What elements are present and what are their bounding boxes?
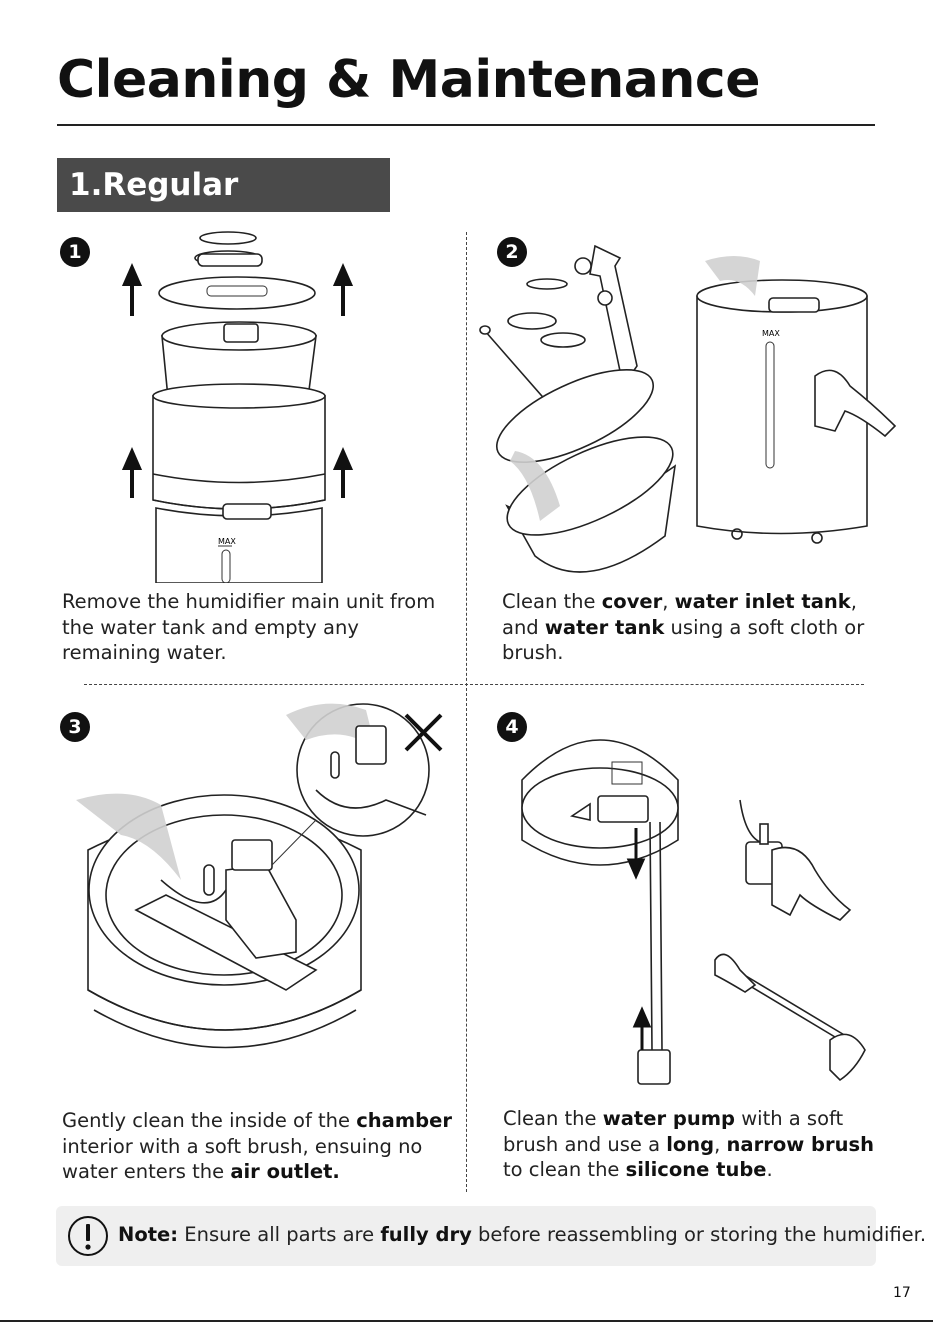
step-3-caption: Gently clean the inside of the chamber i… — [62, 1108, 462, 1185]
step-1-caption: Remove the humidifier main unit from the… — [62, 589, 442, 666]
caption-bold-water-tank: water tank — [544, 615, 665, 639]
step-2-max-label: MAX — [762, 329, 780, 338]
caption-segment: , — [714, 1132, 727, 1156]
step-2-illustration: MAX — [479, 244, 897, 573]
caption-bold-water-pump: water pump — [602, 1107, 735, 1130]
step-1-max-label: MAX — [218, 537, 236, 546]
step-3-illustration — [76, 703, 443, 1049]
caption-bold-chamber: chamber — [356, 1109, 452, 1132]
note-text: Note: Ensure all parts are fully dry bef… — [118, 1222, 926, 1248]
step-1-illustration: MAX — [121, 231, 354, 583]
caption-segment: Clean the — [502, 590, 602, 613]
title-underline — [57, 124, 875, 126]
caption-bold-long: long — [666, 1132, 715, 1156]
caption-segment: interior with a soft brush, ensuing no w… — [62, 1134, 423, 1184]
step-4-caption: Clean the water pump with a soft brush a… — [503, 1106, 883, 1183]
step-3-badge: 3 — [60, 712, 90, 742]
note-box — [56, 1206, 876, 1266]
caption-bold-narrow-brush: narrow brush — [726, 1132, 874, 1156]
note-bold-fully-dry: fully dry — [380, 1223, 472, 1246]
caption-segment: using a soft cloth or brush. — [502, 615, 865, 665]
page-number: 17 — [893, 1285, 911, 1301]
note-segment: before reassembling or storing the humid… — [471, 1223, 927, 1246]
section-heading: 1.Regular Cleaning — [57, 158, 390, 257]
caption-segment: Clean the — [503, 1107, 603, 1130]
caption-bold-water-inlet-tank: water inlet tank — [674, 590, 851, 613]
step-2-badge: 2 — [497, 237, 527, 267]
step-4-illustration — [521, 739, 866, 1085]
step-4-badge: 4 — [497, 712, 527, 742]
horizontal-dashed-divider — [84, 684, 864, 685]
caption-bold-silicone-tube: silicone tube — [625, 1158, 767, 1181]
caption-bold-cover: cover — [601, 590, 663, 613]
caption-segment: , — [662, 590, 675, 613]
page-title: Cleaning & Maintenance — [57, 50, 761, 110]
caption-segment: to clean the — [503, 1158, 626, 1181]
step-1-badge: 1 — [60, 237, 90, 267]
note-label: Note: — [118, 1223, 179, 1246]
caption-segment: Gently clean the inside of the — [62, 1109, 357, 1132]
step-2-caption: Clean the cover, water inlet tank, and w… — [502, 589, 872, 666]
caption-segment: . — [766, 1158, 773, 1181]
bottom-rule — [0, 1320, 933, 1322]
vertical-dashed-divider — [466, 232, 467, 1192]
exclamation-circle-icon — [68, 1216, 108, 1256]
caption-segment: , and — [502, 590, 857, 639]
note-segment: Ensure all parts are — [178, 1223, 381, 1246]
caption-segment: with a soft brush and use a — [503, 1107, 844, 1156]
caption-segment: Remove the humidifier main unit from the… — [62, 590, 436, 664]
caption-bold-air-outlet: air outlet. — [230, 1160, 340, 1183]
